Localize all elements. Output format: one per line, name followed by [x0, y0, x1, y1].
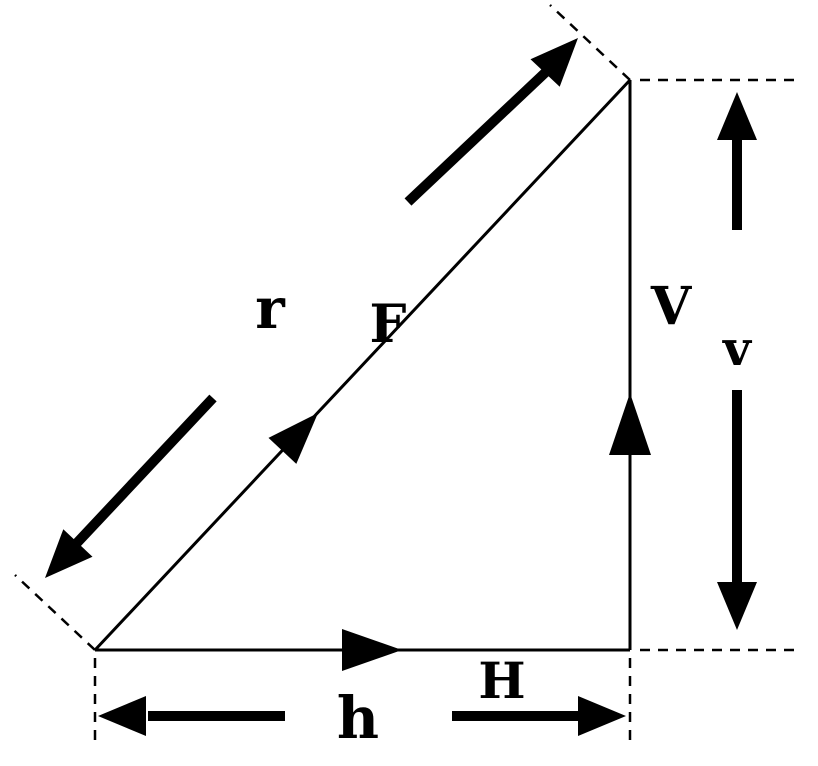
apex-diagonal-extension-line	[549, 4, 631, 81]
h-dimension-left-arrowhead-icon	[98, 696, 146, 736]
label-h: h	[337, 684, 379, 752]
hypotenuse-line	[93, 78, 632, 652]
horizontal-arrowhead-icon	[342, 629, 402, 671]
r-dimension-upper-arrowhead-icon	[530, 38, 578, 87]
v-dimension-upper-arrowhead-icon	[717, 92, 757, 140]
h-dimension-right-arrowhead-icon	[578, 696, 626, 736]
vertical-arrowhead-icon	[609, 393, 651, 455]
hypotenuse-arrowhead-icon	[268, 413, 318, 464]
label-v: v	[722, 321, 753, 377]
label-H: H	[478, 651, 525, 710]
r-dimension-lower-arrowhead-icon	[45, 529, 93, 578]
r-dimension-lower-arrow-shaft	[71, 394, 217, 549]
label-F: F	[370, 294, 407, 355]
bottom-left-diagonal-extension-line	[14, 574, 96, 651]
label-V: V	[650, 276, 693, 337]
v-dimension-lower-arrowhead-icon	[717, 582, 757, 630]
label-r: r	[255, 276, 286, 342]
r-dimension-upper-arrow-shaft	[404, 66, 552, 206]
